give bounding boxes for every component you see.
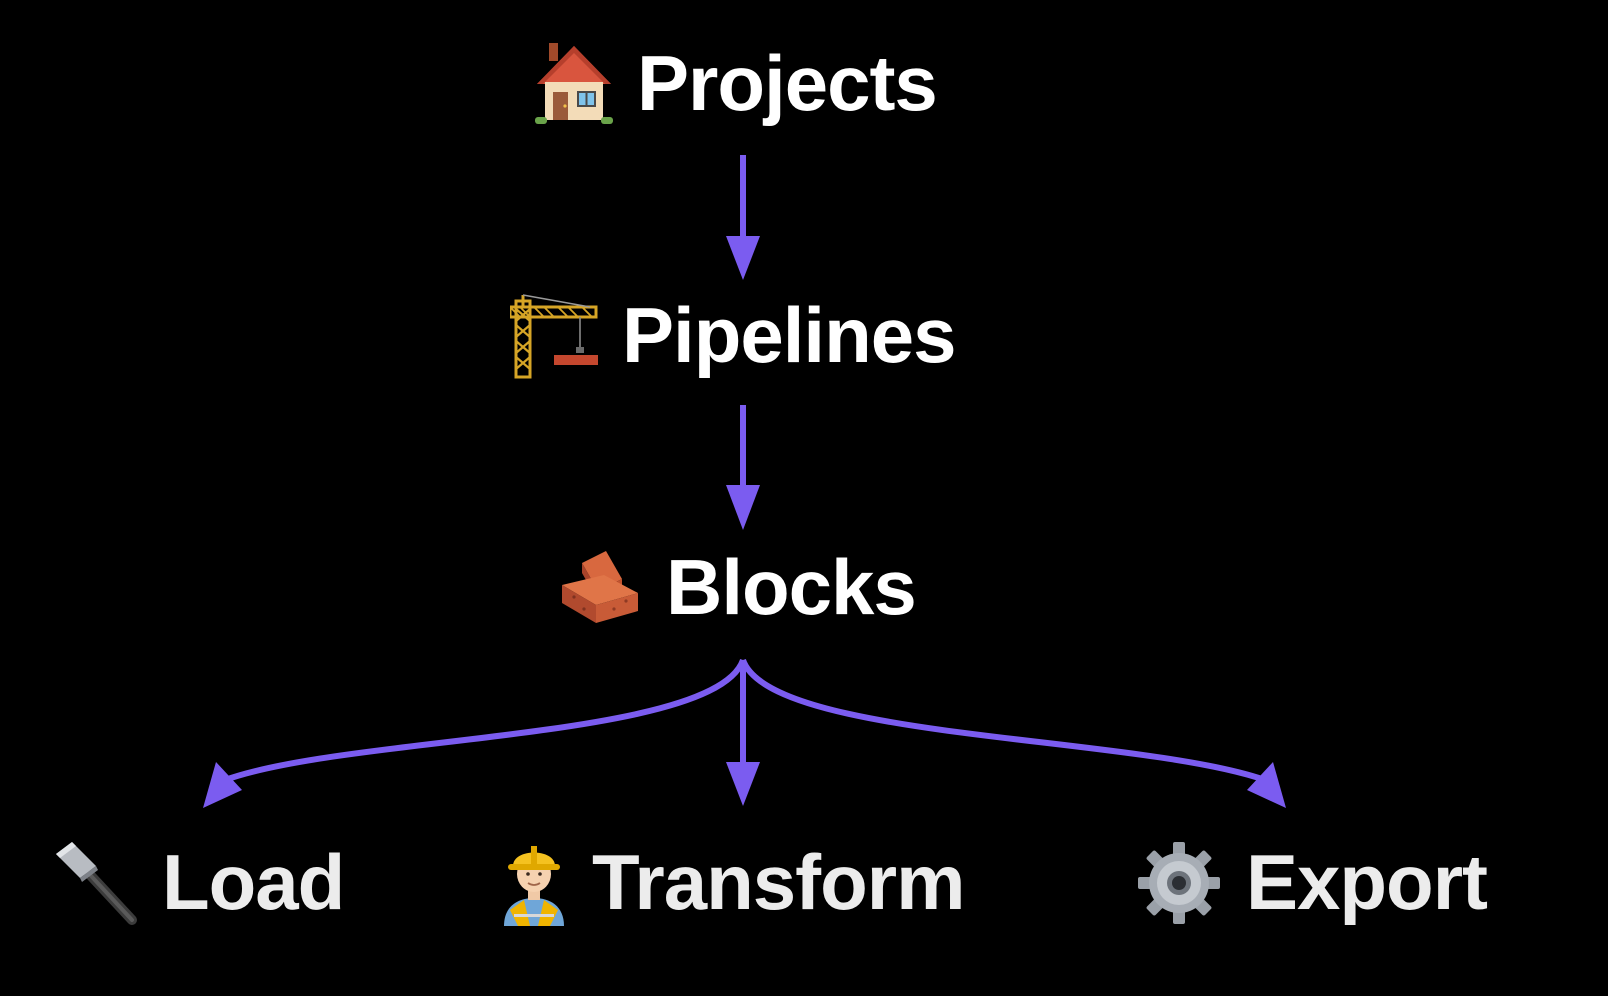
edge-blocks-export <box>740 658 1286 808</box>
brick-icon <box>560 549 642 627</box>
node-label: Pipelines <box>622 291 956 379</box>
construction-worker-icon <box>500 840 568 926</box>
house-icon <box>535 42 613 126</box>
edge-projects-pipelines <box>726 155 760 280</box>
node-export: Export <box>1136 837 1488 928</box>
node-label: Transform <box>592 838 965 926</box>
construction-crane-icon <box>508 293 598 379</box>
node-blocks: Blocks <box>560 542 917 633</box>
node-label: Load <box>162 838 345 926</box>
hammer-icon <box>52 840 138 926</box>
edge-blocks-load <box>203 658 746 808</box>
node-transform: Transform <box>500 837 965 928</box>
node-projects: Projects <box>535 38 938 129</box>
gear-icon <box>1136 840 1222 926</box>
edge-pipelines-blocks <box>726 405 760 530</box>
node-pipelines: Pipelines <box>508 290 956 381</box>
edge-blocks-transform <box>726 660 760 806</box>
node-load: Load <box>52 837 345 928</box>
node-label: Export <box>1246 838 1488 926</box>
node-label: Projects <box>637 39 938 127</box>
node-label: Blocks <box>666 543 917 631</box>
